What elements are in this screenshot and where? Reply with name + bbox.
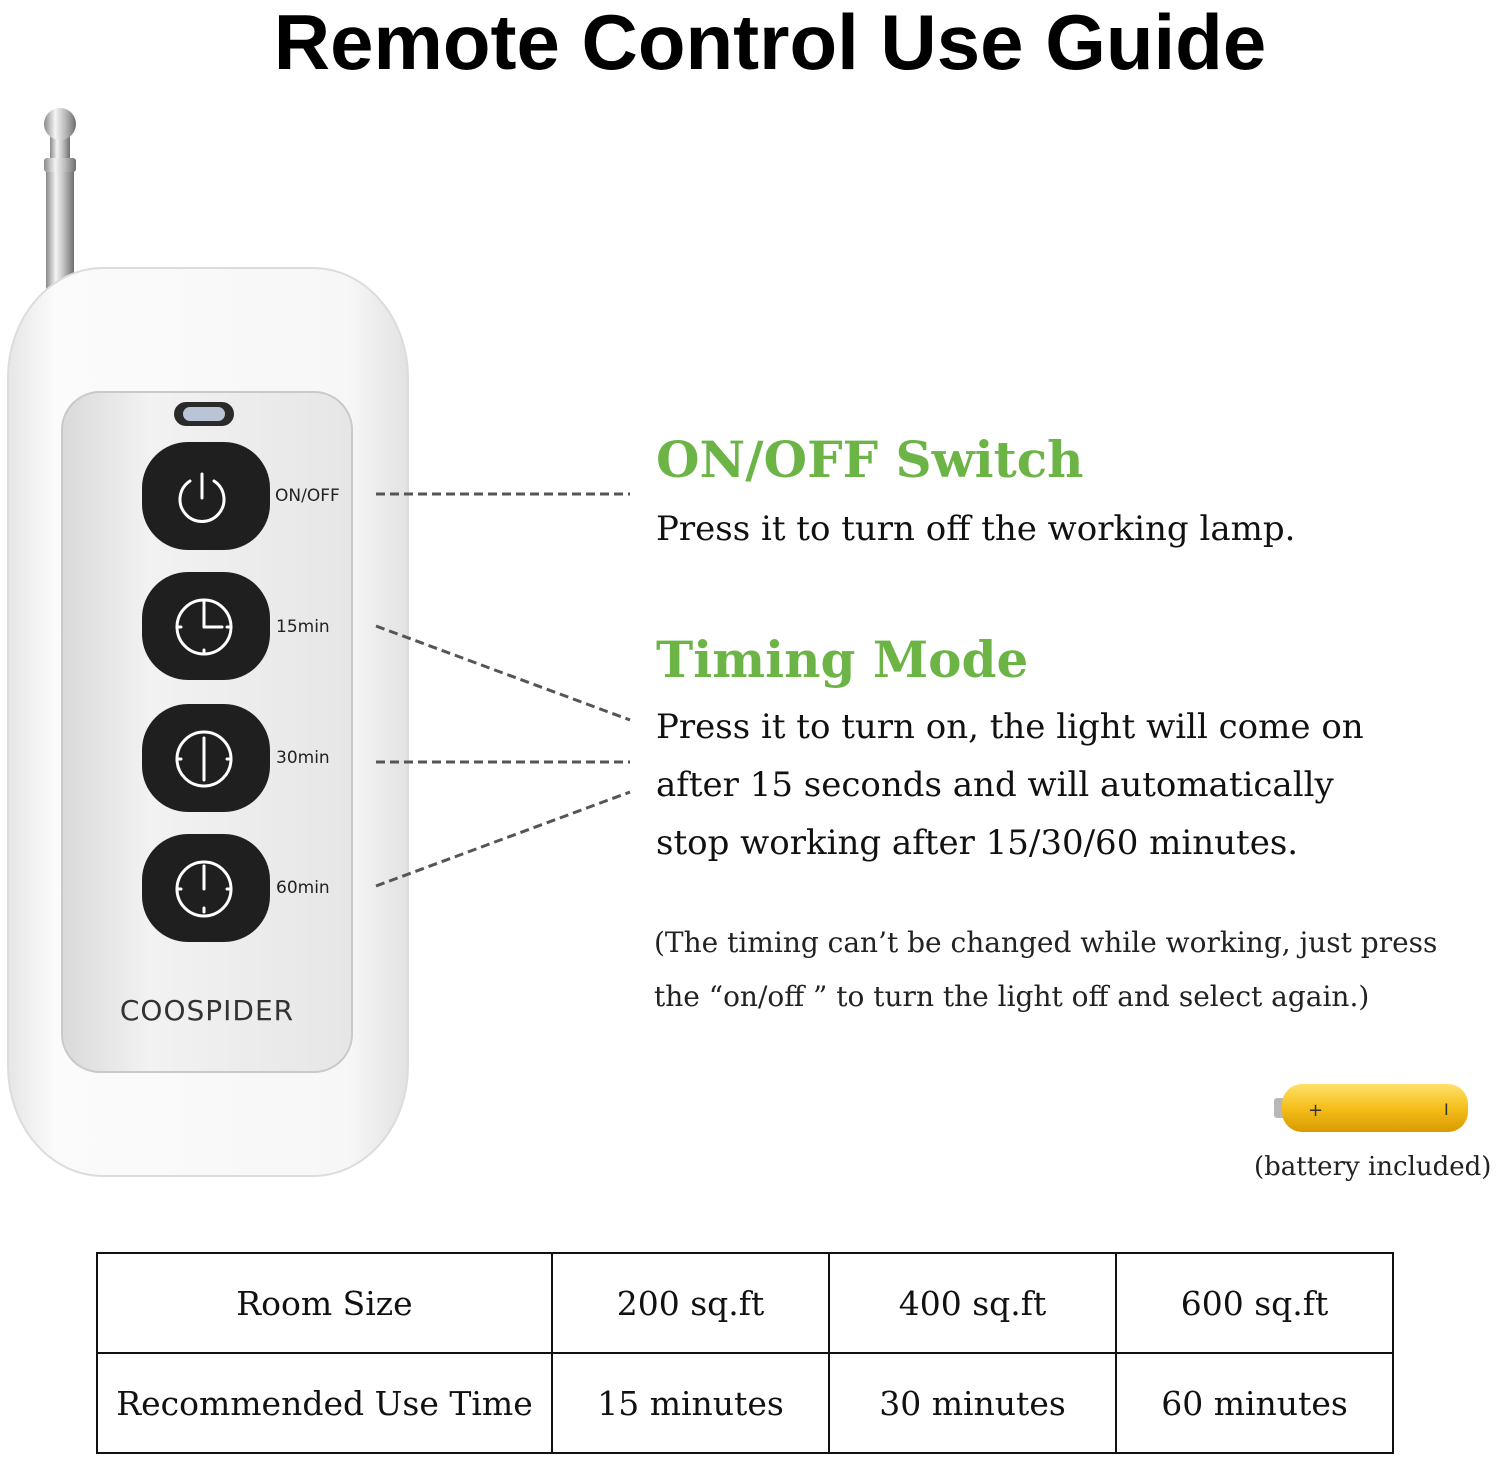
clock-15-icon [175,598,233,656]
note-line2: the “on/off ” to turn the light off and … [654,980,1370,1013]
clock-60-icon [175,860,233,918]
button-label-onoff: ON/OFF [275,486,340,506]
timing-description-line1: Press it to turn on, the light will come… [656,707,1364,747]
page-title: Remote Control Use Guide [273,0,1267,86]
timer-60min-button[interactable] [142,834,270,942]
button-label-15min: 15min [276,617,330,637]
table-cell: 400 sq.ft [828,1252,1117,1354]
timing-heading: Timing Mode [656,630,1029,689]
table-cell: Recommended Use Time [96,1352,553,1454]
onoff-description: Press it to turn off the working lamp. [656,509,1296,549]
table-cell: Room Size [96,1252,553,1354]
table-row: Recommended Use Time 15 minutes 30 minut… [96,1352,1394,1454]
remote-control-illustration: ON/OFF 15min 30min [7,108,409,1177]
battery-minus: I [1444,1100,1449,1119]
on-off-button[interactable] [142,442,270,550]
timer-30min-button[interactable] [142,704,270,812]
battery-icon: + I [1274,1084,1468,1132]
note-line1: (The timing can’t be changed while worki… [654,926,1438,959]
button-label-60min: 60min [276,878,330,898]
table-cell: 60 minutes [1115,1352,1394,1454]
battery-plus: + [1308,1100,1323,1121]
table-cell: 600 sq.ft [1115,1252,1394,1354]
connector-lines [375,492,631,888]
onoff-heading: ON/OFF Switch [656,430,1084,489]
brand-logo: COOSPIDER [120,994,294,1027]
timer-15min-button[interactable] [142,572,270,680]
clock-30-icon [175,730,233,788]
table-cell: 15 minutes [551,1352,830,1454]
connector-60min [375,790,631,888]
battery-caption: (battery included) [1254,1152,1492,1182]
table-cell: 200 sq.ft [551,1252,830,1354]
timing-description-line2: after 15 seconds and will automatically [656,765,1334,805]
table-row: Room Size 200 sq.ft 400 sq.ft 600 sq.ft [96,1252,1394,1354]
button-label-30min: 30min [276,748,330,768]
table-cell: 30 minutes [828,1352,1117,1454]
timing-description-line3: stop working after 15/30/60 minutes. [656,823,1299,863]
power-icon [178,472,226,523]
connector-15min [375,624,631,722]
usage-table: Room Size 200 sq.ft 400 sq.ft 600 sq.ft … [96,1252,1394,1454]
